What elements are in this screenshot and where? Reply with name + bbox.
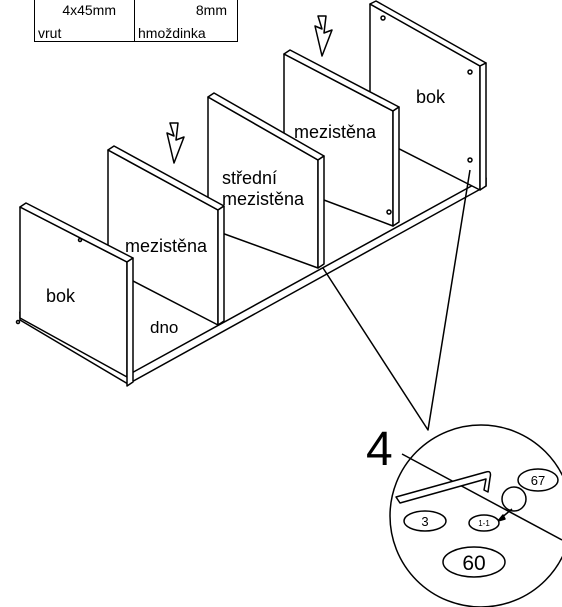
divider-left	[107, 145, 225, 326]
cam-mark-label: 1-1	[478, 519, 490, 528]
part-67-label: 67	[531, 473, 545, 488]
dowel-size: 8mm	[195, 2, 227, 18]
part-3-label: 3	[421, 514, 428, 529]
step-number: 4	[366, 423, 393, 476]
left-side-label: bok	[46, 286, 76, 306]
left-side-panel	[15, 202, 134, 387]
bottom-label: dno	[150, 318, 178, 337]
detail-circle	[389, 424, 562, 607]
hardware-table: 4x45mm vrut 8mm hmoždinka	[34, 0, 238, 42]
screw-name: vrut	[38, 25, 62, 41]
divider-right-label: mezistěna	[294, 122, 377, 142]
middle-divider-label-line2: mezistěna	[222, 189, 305, 209]
detail-leader	[322, 169, 471, 431]
middle-divider	[207, 92, 325, 269]
right-side-label: bok	[416, 87, 446, 107]
middle-divider-label-line1: střední	[222, 168, 277, 188]
divider-left-label: mezistěna	[125, 236, 208, 256]
dowel-cell: 8mm hmoždinka	[134, 0, 238, 42]
down-arrow-right	[314, 15, 333, 57]
screw-cell: 4x45mm vrut	[34, 0, 135, 42]
dowel-name: hmoždinka	[138, 25, 206, 41]
screw-size: 4x45mm	[62, 2, 116, 18]
part-60-label: 60	[462, 552, 485, 575]
down-arrow-left	[166, 122, 185, 164]
